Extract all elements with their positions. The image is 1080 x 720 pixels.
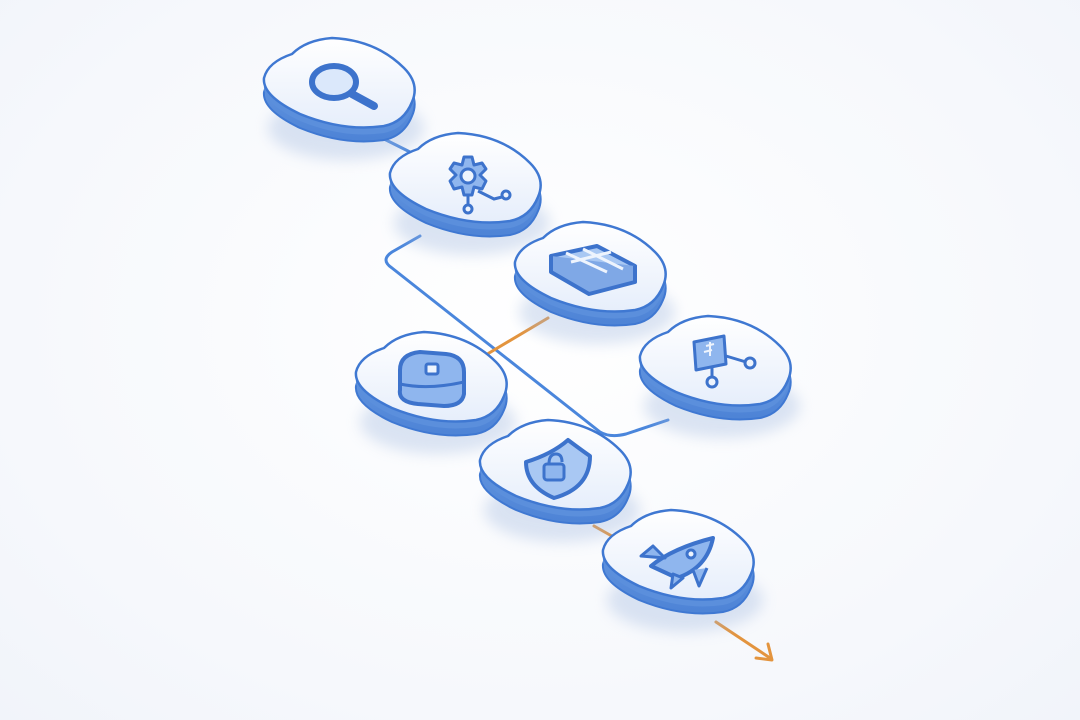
grid-layout-icon [549,244,637,296]
node-search[interactable] [262,36,424,160]
exit-arrowhead [754,642,774,662]
node-launch[interactable] [601,508,763,632]
node-network[interactable] [638,314,800,438]
node-process[interactable] [388,131,550,255]
gear-network-icon [448,155,512,215]
node-storage[interactable] [354,330,516,454]
node-layout[interactable] [513,220,675,344]
shield-lock-icon [524,438,592,500]
rocket-icon [639,536,715,590]
shield-network-icon [692,334,757,389]
magnifier-icon [309,63,378,110]
connector-launch-exit [714,620,772,660]
node-security[interactable] [478,418,640,542]
wallet-icon [397,350,466,408]
